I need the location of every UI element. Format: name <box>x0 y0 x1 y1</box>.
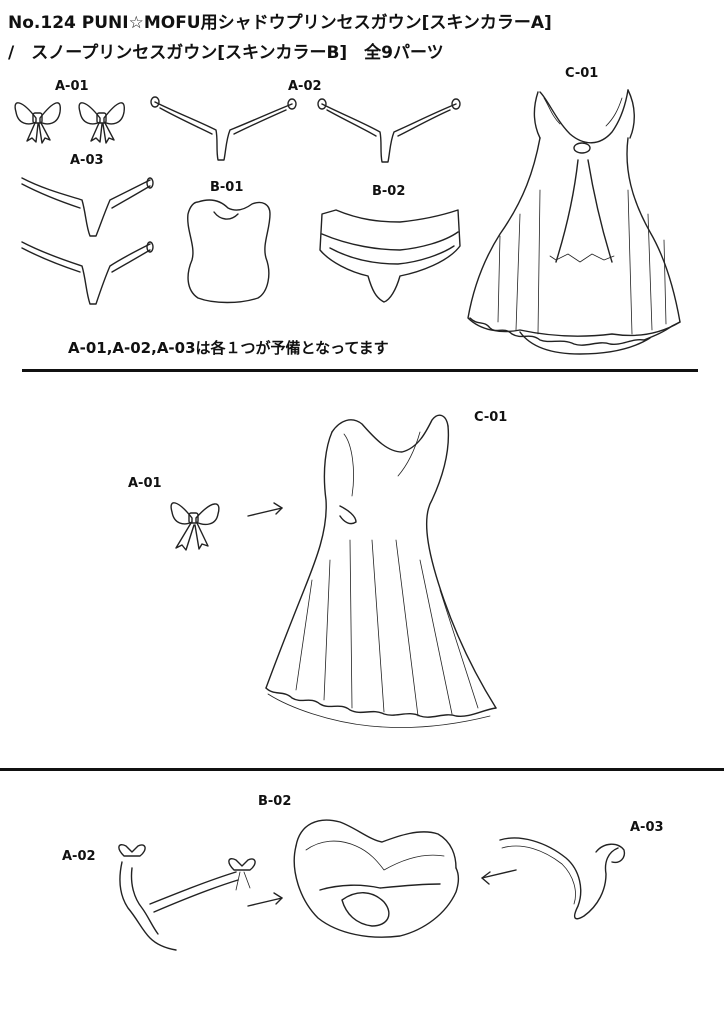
arrow-step2-right <box>481 869 517 885</box>
step2-label-b02: B-02 <box>258 794 292 809</box>
step2-label-a03: A-03 <box>630 820 664 835</box>
label-a01: A-01 <box>55 79 89 94</box>
title-line-1: No.124 PUNI☆MOFU用シャドウプリンセスガウン[スキンカラーA] <box>8 13 552 33</box>
label-b01: B-01 <box>210 180 244 195</box>
step2-strap-a02 <box>118 844 256 951</box>
step2-piece-a03 <box>499 837 626 920</box>
part-a02-strap-right <box>317 98 461 163</box>
part-c01-gown <box>467 89 681 355</box>
label-b02: B-02 <box>372 184 406 199</box>
step2-label-a02: A-02 <box>62 849 96 864</box>
section-divider-2 <box>0 768 724 771</box>
step1-label-c01: C-01 <box>474 410 508 425</box>
label-c01: C-01 <box>565 66 599 81</box>
step1-gown-c01 <box>265 414 497 728</box>
part-a02-strap-left <box>150 96 297 161</box>
step2-bottoms-b02 <box>293 819 459 938</box>
label-a02: A-02 <box>288 79 322 94</box>
part-a03-piece-lower <box>21 241 154 305</box>
label-a03: A-03 <box>70 153 104 168</box>
part-a01-bow-right <box>78 102 125 144</box>
arrow-step2-left <box>247 892 283 907</box>
step1-label-a01: A-01 <box>128 476 162 491</box>
part-b01-bodice <box>187 199 271 304</box>
title-line-2: / スノープリンセスガウン[スキンカラーB] 全9パーツ <box>8 43 444 63</box>
section-divider-1 <box>22 369 698 372</box>
part-a03-piece-upper <box>21 177 154 237</box>
part-a01-bow-left <box>14 102 61 144</box>
step1-bow-a01 <box>170 502 220 551</box>
arrow-step1 <box>247 502 283 517</box>
spare-parts-note: A-01,A-02,A-03は各１つが予備となってます <box>68 339 389 357</box>
part-b02-bottoms <box>319 209 461 303</box>
